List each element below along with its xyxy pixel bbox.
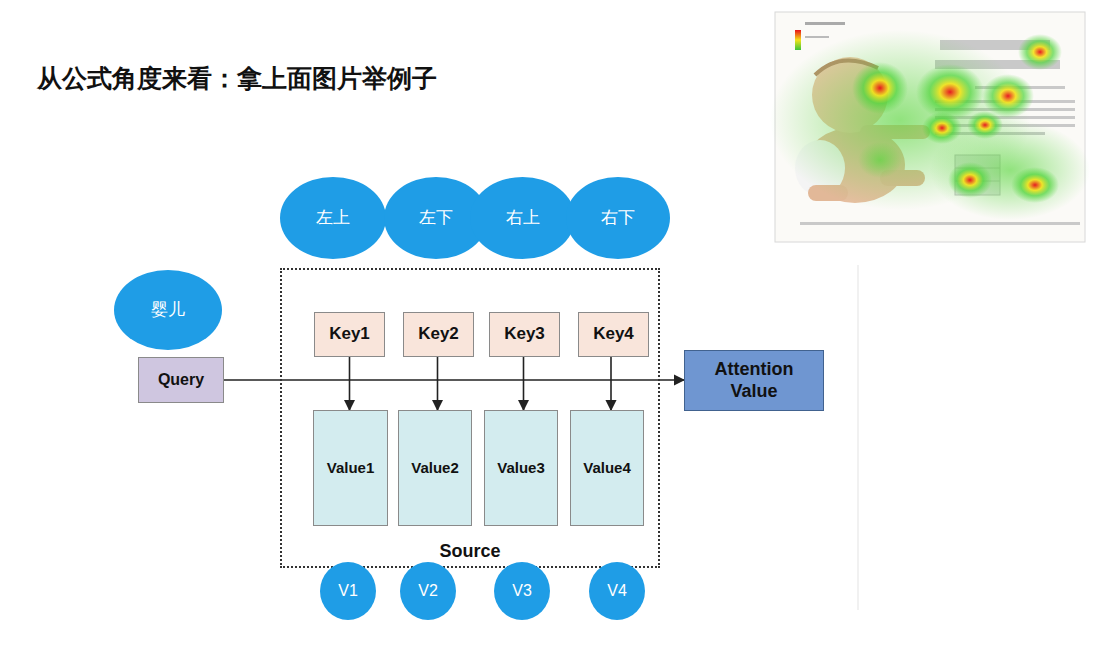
scale-caption: [805, 36, 829, 38]
arrow-connector: [349, 357, 351, 410]
key-box: Key3: [489, 312, 560, 357]
divider-line: [857, 265, 859, 610]
node-label: 右下: [601, 208, 635, 228]
arrow-connector: [610, 357, 612, 410]
slide-title: 从公式角度来看：拿上面图片举例子: [37, 62, 437, 95]
node-label: Value4: [583, 459, 631, 477]
node-label: V1: [338, 581, 358, 600]
key-box: Key4: [578, 312, 649, 357]
node-label: 左上: [316, 208, 350, 228]
node-label: Attention Value: [692, 359, 816, 402]
node-label: 婴儿: [151, 300, 185, 320]
ellipse-fill: [589, 562, 645, 620]
value-box: Value1: [313, 410, 388, 526]
node-label: Key4: [593, 324, 634, 344]
ellipse-fill: [470, 177, 575, 259]
color-scale: [795, 30, 801, 50]
node-label: V3: [512, 581, 532, 600]
ellipse-fill: [400, 562, 456, 620]
key-box: Key1: [314, 312, 385, 357]
ellipse-fill: [566, 177, 670, 259]
node-label: Key3: [504, 324, 545, 344]
region-ellipse: 左上: [280, 177, 386, 259]
value-circle: V2: [400, 562, 456, 620]
node-label: Value3: [497, 459, 545, 477]
arrow-connector: [437, 357, 439, 410]
node-label: V2: [418, 581, 438, 600]
query-box: Query: [138, 357, 224, 403]
node-label: 左下: [419, 208, 453, 228]
query-ellipse: 婴儿: [114, 270, 222, 350]
value-circle: V1: [320, 562, 376, 620]
ellipse-fill: [114, 270, 222, 350]
ellipse-fill: [494, 562, 550, 620]
scale-caption: [805, 22, 845, 25]
node-label: 右上: [506, 208, 540, 228]
value-box: Value4: [570, 410, 644, 526]
node-label: Value1: [327, 459, 375, 477]
arrow-connector: [523, 357, 525, 410]
source-region: Source Key1 Key2 Key3 Key4Value1 Value2 Value3…: [280, 268, 660, 568]
value-box: Value2: [398, 410, 472, 526]
value-box: Value3: [484, 410, 558, 526]
node-label: V4: [607, 581, 627, 600]
node-label: Source: [436, 541, 503, 563]
region-ellipse: 右上: [470, 177, 575, 259]
key-box: Key2: [403, 312, 474, 357]
node-label: Key2: [418, 324, 459, 344]
node-label: Value2: [411, 459, 459, 477]
heatmap-blobs: [770, 30, 1090, 220]
value-circle: V3: [494, 562, 550, 620]
node-label: Key1: [329, 324, 370, 344]
value-circle: V4: [589, 562, 645, 620]
output-box: Attention Value: [684, 350, 824, 411]
ellipse-fill: [280, 177, 386, 259]
ellipse-fill: [320, 562, 376, 620]
node-label: Query: [158, 370, 204, 389]
arrow-connector: [224, 379, 684, 381]
region-ellipse: 右下: [566, 177, 670, 259]
